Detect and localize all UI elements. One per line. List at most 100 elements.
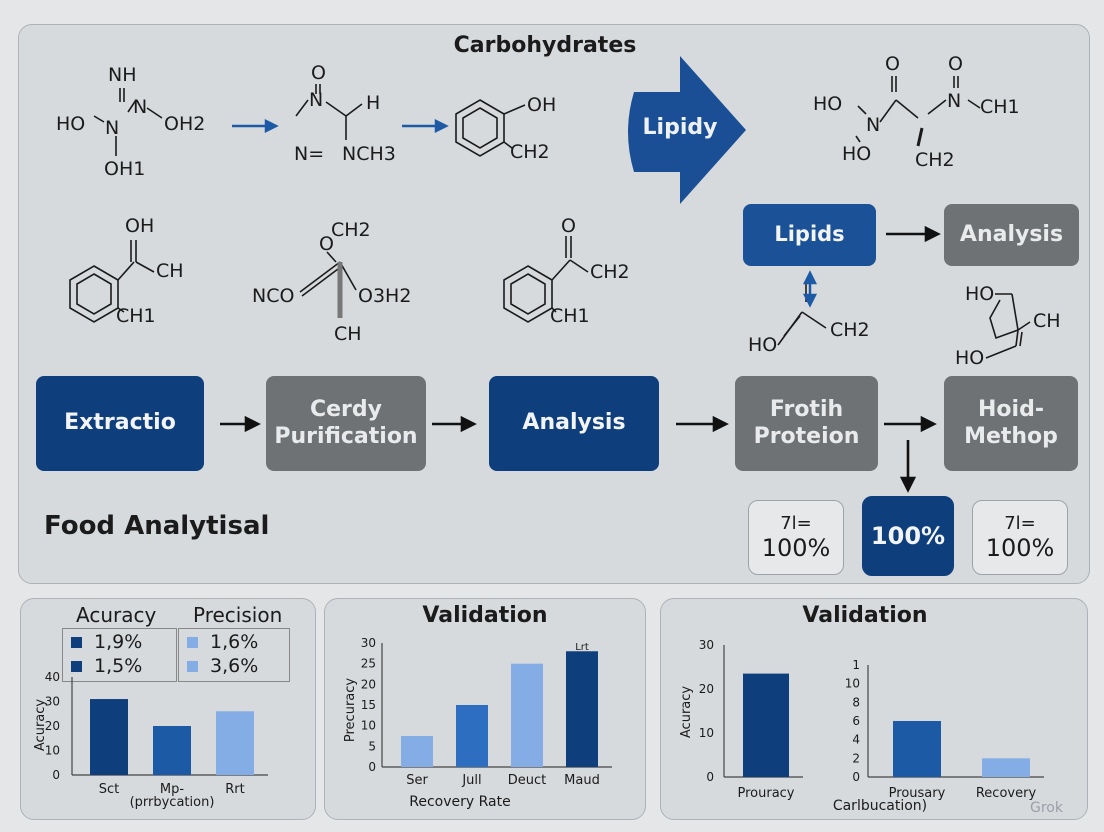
percent-box-small: 7l= xyxy=(780,513,812,534)
m7-atom: CH2 xyxy=(590,261,630,283)
m2-atom: H xyxy=(366,92,380,114)
m4-atom: N xyxy=(866,114,880,136)
bar xyxy=(566,651,598,767)
footer-title: Food Analytisal xyxy=(44,511,270,541)
m7-atom: O xyxy=(561,215,576,237)
legend-item-label: 1,6% xyxy=(210,631,259,653)
legend-item-label: 1,9% xyxy=(94,631,143,653)
x-axis-label: Recovery Rate xyxy=(409,794,510,810)
percent-box-value: 100% xyxy=(985,534,1055,562)
m6-atom: NCO xyxy=(252,285,294,307)
molecule-9: HO CH HO xyxy=(955,283,1061,369)
y-tick-label: 0 xyxy=(368,760,376,774)
percent-box-highlight: 100% xyxy=(862,496,954,576)
y-tick-label: 10 xyxy=(45,744,60,758)
bar xyxy=(893,721,941,777)
y-tick-label: 5 xyxy=(368,739,376,753)
molecule-structures: NH N HO N OH2 OH1 O N H N= NCH3 OH CH2 H… xyxy=(56,53,1061,369)
y-tick-label: 8 xyxy=(852,695,860,709)
percent-box-value: 100% xyxy=(761,534,831,562)
legend-swatch xyxy=(187,637,198,648)
watermark: Grok xyxy=(1030,800,1063,816)
y-tick-label: 30 xyxy=(699,638,714,652)
m6-atom: O3H2 xyxy=(358,285,411,307)
legend-swatch xyxy=(71,637,82,648)
m2-atom: O xyxy=(311,62,326,84)
y-tick-label: 2 xyxy=(852,751,860,765)
y-tick-label: 6 xyxy=(852,714,860,728)
m4-atom: O xyxy=(885,53,900,75)
legend-item: 1,5% xyxy=(71,655,168,679)
bar xyxy=(153,726,191,775)
x-axis-label: Carlbucation) xyxy=(833,798,927,814)
flow-step-label: Cerdy xyxy=(309,397,382,423)
bar xyxy=(511,663,543,767)
m9-atom: CH xyxy=(1033,310,1061,332)
legend-swatch xyxy=(187,660,198,672)
main-diagram-panel xyxy=(18,24,1090,584)
bar-annotation: Lrt xyxy=(575,642,589,653)
percent-box: 7l= 100% xyxy=(748,500,844,575)
percent-box: 7l= 100% xyxy=(972,500,1068,575)
flow-step-label: Proteion xyxy=(753,423,860,449)
molecule-8: HO CH2 xyxy=(748,319,870,356)
legend-item-label: 1,5% xyxy=(94,654,143,677)
m2-atom: N xyxy=(309,89,323,111)
y-tick-label: 40 xyxy=(45,670,60,684)
analysis-box-top[interactable]: Analysis xyxy=(944,204,1079,266)
bar xyxy=(90,699,128,775)
legend-group-title: Acuracy xyxy=(76,603,157,627)
m3-atom: CH2 xyxy=(510,141,550,163)
flow-step-method[interactable]: Hoid-Methop xyxy=(944,376,1078,471)
y-tick-label: 15 xyxy=(361,698,376,712)
m1-atom: N xyxy=(133,96,147,118)
m6-atom: CH xyxy=(334,323,362,345)
y-tick-label: 30 xyxy=(45,695,60,709)
x-tick-label: Prouracy xyxy=(737,786,794,801)
m5-atom: OH xyxy=(125,215,154,237)
x-tick-label: Prousary xyxy=(889,786,946,801)
flow-step-label: Hoid- xyxy=(978,397,1044,423)
x-tick-label: Deuct xyxy=(508,773,547,788)
m7-atom: CH1 xyxy=(550,305,590,327)
y-tick-label: 20 xyxy=(699,682,714,696)
legend-group-title: Precision xyxy=(193,603,283,627)
y-tick-label: 1 xyxy=(852,658,860,672)
m6-atom: O xyxy=(319,233,334,255)
x-tick-label: Recovery xyxy=(976,786,1037,801)
y-axis-label: Acuracy xyxy=(679,686,694,739)
percent-box-value: 100% xyxy=(870,522,946,550)
chart-title: Validation xyxy=(802,603,928,628)
m8-atom: CH2 xyxy=(830,319,870,341)
flow-step-label: Frotih xyxy=(769,397,844,423)
m4-atom: HO xyxy=(813,93,842,115)
m4-atom: CH2 xyxy=(915,149,955,171)
y-tick-label: 0 xyxy=(706,770,714,784)
m9-atom: HO xyxy=(955,347,984,369)
x-tick-label: Mp- xyxy=(160,782,184,797)
bar xyxy=(456,705,488,767)
y-tick-label: 0 xyxy=(852,770,860,784)
molecule-3: OH CH2 xyxy=(510,94,556,163)
chart-panel-accuracy xyxy=(20,598,316,820)
m1-atom: OH2 xyxy=(164,113,205,135)
m1-atom: OH1 xyxy=(104,158,145,180)
m5-atom: CH xyxy=(156,260,184,282)
lipids-box[interactable]: Lipids xyxy=(743,204,876,266)
legend-item: 3,6% xyxy=(187,655,281,679)
y-tick-label: 10 xyxy=(361,719,376,733)
m2-atom: NCH3 xyxy=(342,143,396,165)
m1-atom: N xyxy=(105,117,119,139)
y-axis-label: Precuracy xyxy=(343,678,358,743)
m1-atom: NH xyxy=(108,64,137,86)
flow-step-analysis[interactable]: Analysis xyxy=(489,376,659,471)
x-tick-label: Sct xyxy=(99,782,120,797)
flow-step-label: Methop xyxy=(964,423,1058,449)
flow-step-extraction[interactable]: Extractio xyxy=(36,376,204,471)
bar xyxy=(216,711,254,775)
legend-item-label: 3,6% xyxy=(210,654,259,677)
flow-step-label: Analysis xyxy=(522,410,626,436)
